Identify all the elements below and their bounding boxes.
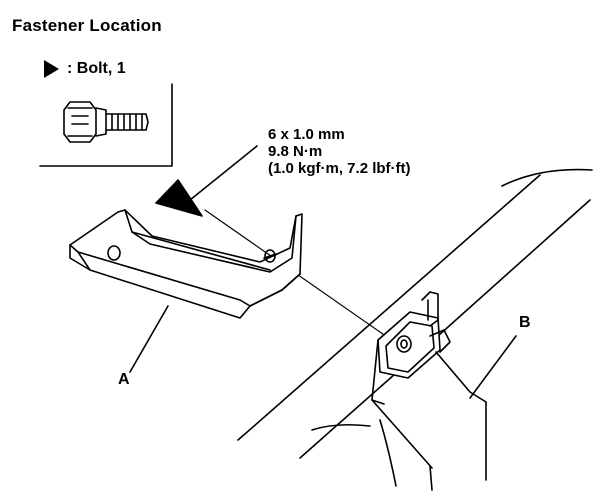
part-b <box>371 351 487 491</box>
torque-nm: 9.8 N·m <box>268 143 323 160</box>
callout-a: A <box>118 371 130 388</box>
leader-b <box>469 335 517 399</box>
legend: : Bolt, 1 <box>44 60 126 78</box>
callout-b: B <box>519 314 531 331</box>
body-panel-top <box>501 168 593 187</box>
bracket-a <box>69 209 303 319</box>
leader-a <box>129 305 169 373</box>
bolt-size: 6 x 1.0 mm <box>268 126 345 143</box>
torque-spec: 6 x 1.0 mm 9.8 N·m (1.0 kgf·m, 7.2 lbf·f… <box>268 126 411 177</box>
inset-frame <box>39 83 173 167</box>
mount-plate <box>371 291 451 405</box>
bolt-axis-line <box>204 209 401 347</box>
body-panel-edge-inner <box>299 199 591 459</box>
bolt-icon <box>63 101 149 143</box>
page-title: Fastener Location <box>12 16 162 35</box>
legend-text: : Bolt, 1 <box>67 60 126 77</box>
spec-leader-line <box>189 145 258 201</box>
body-panel-lower <box>311 424 371 431</box>
triangle-marker-icon <box>44 60 59 78</box>
body-panel-edge <box>237 174 541 441</box>
bolt-marker-icon <box>155 179 203 217</box>
torque-alt: (1.0 kgf·m, 7.2 lbf·ft) <box>268 160 411 177</box>
